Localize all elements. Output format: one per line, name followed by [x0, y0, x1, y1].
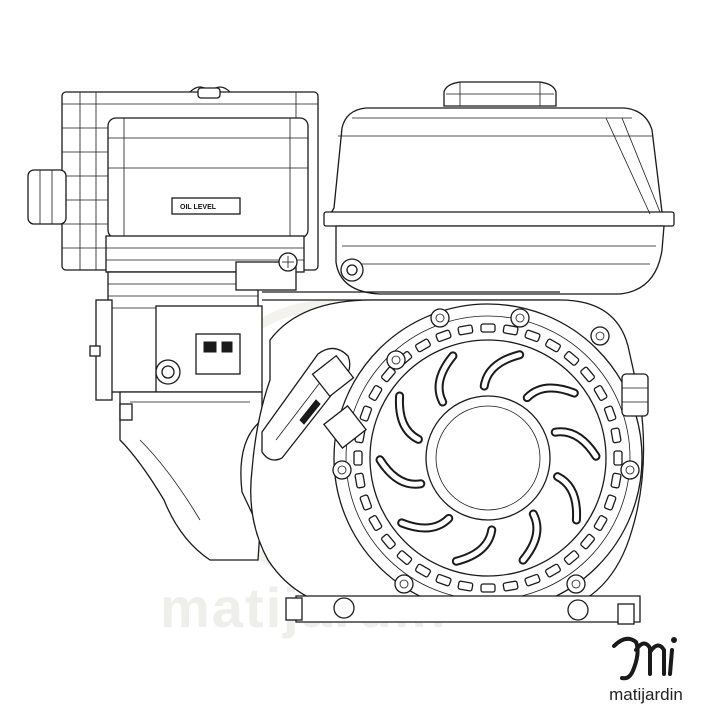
- starter-vent: [603, 405, 617, 422]
- starter-bolt: [394, 574, 414, 594]
- starter-vent: [563, 351, 580, 366]
- starter-vent: [359, 405, 373, 422]
- starter-vent: [610, 472, 622, 489]
- starter-rib-inner: [524, 385, 577, 401]
- starter-bolt-center: [337, 465, 347, 475]
- starter-bolt: [620, 460, 640, 480]
- base-mount: [285, 595, 641, 625]
- starter-vent: [610, 427, 622, 444]
- starter-bolt-center: [399, 579, 409, 589]
- fuel-tank: [323, 107, 675, 295]
- starter-vent: [502, 580, 519, 592]
- side-bolt: [621, 373, 649, 417]
- brand-logo-mark: [612, 636, 677, 681]
- starter-rib-inner: [552, 429, 599, 459]
- starter-vent: [381, 533, 396, 550]
- starter-vent: [563, 550, 580, 565]
- starter-rib-inner: [453, 527, 495, 564]
- brand-logo: matijardin: [596, 628, 696, 708]
- starter-vent: [368, 515, 383, 531]
- starter-vent: [613, 450, 623, 466]
- starter-vent: [580, 533, 595, 550]
- starter-bolt: [332, 460, 352, 480]
- starter-vent: [457, 580, 474, 592]
- starter-vent: [502, 324, 519, 336]
- starter-rib-inner: [520, 511, 540, 563]
- starter-bolt: [566, 574, 586, 594]
- recoil-starter: [250, 299, 645, 613]
- starter-vent: [580, 366, 595, 383]
- starter-vent: [545, 338, 561, 353]
- starter-rib-inner: [555, 474, 580, 523]
- starter-rib-inner: [399, 515, 452, 531]
- starter-vent: [457, 324, 474, 336]
- starter-vent: [353, 450, 363, 466]
- starter-ribs: [375, 350, 601, 566]
- oil-level-label: OIL LEVEL: [180, 204, 217, 211]
- choke-cylinder: [27, 169, 67, 225]
- starter-rib-inner: [396, 393, 421, 442]
- starter-vent: [415, 338, 431, 353]
- starter-vent: [359, 494, 373, 511]
- starter-vent: [354, 472, 366, 489]
- starter-bolt: [430, 308, 450, 328]
- starter-vent: [396, 550, 413, 565]
- starter-bolt-center: [515, 313, 525, 323]
- starter-vent: [415, 563, 431, 578]
- starter-vent: [593, 515, 608, 531]
- starter-rib-inner: [436, 353, 456, 405]
- starter-pull-handle[interactable]: [261, 347, 367, 461]
- starter-bolt: [386, 350, 406, 370]
- starter-vent: [603, 494, 617, 511]
- crankcase: [119, 391, 263, 561]
- carburetor-block: [89, 235, 560, 401]
- starter-bolts: [332, 308, 640, 594]
- starter-vent: [435, 329, 452, 343]
- starter-bolt: [590, 326, 610, 346]
- air-filter-box: OIL LEVEL: [107, 117, 309, 239]
- starter-bolt-center: [435, 313, 445, 323]
- starter-vent: [545, 563, 561, 578]
- starter-bolt: [510, 308, 530, 328]
- starter-vent: [480, 583, 496, 593]
- starter-vents: [353, 323, 623, 593]
- starter-bolt-center: [595, 331, 605, 341]
- starter-vent: [524, 329, 541, 343]
- starter-vent: [593, 385, 608, 401]
- starter-bolt-center: [571, 579, 581, 589]
- starter-vent: [480, 323, 496, 333]
- starter-vent: [524, 573, 541, 587]
- starter-rib-inner: [481, 352, 523, 389]
- brand-name: matijardin: [609, 685, 683, 704]
- starter-rib-inner: [377, 457, 424, 487]
- starter-vent: [435, 573, 452, 587]
- starter-bolt-center: [391, 355, 401, 365]
- fuel-cap: [443, 81, 557, 107]
- starter-bolt-center: [625, 465, 635, 475]
- starter-vent: [368, 385, 383, 401]
